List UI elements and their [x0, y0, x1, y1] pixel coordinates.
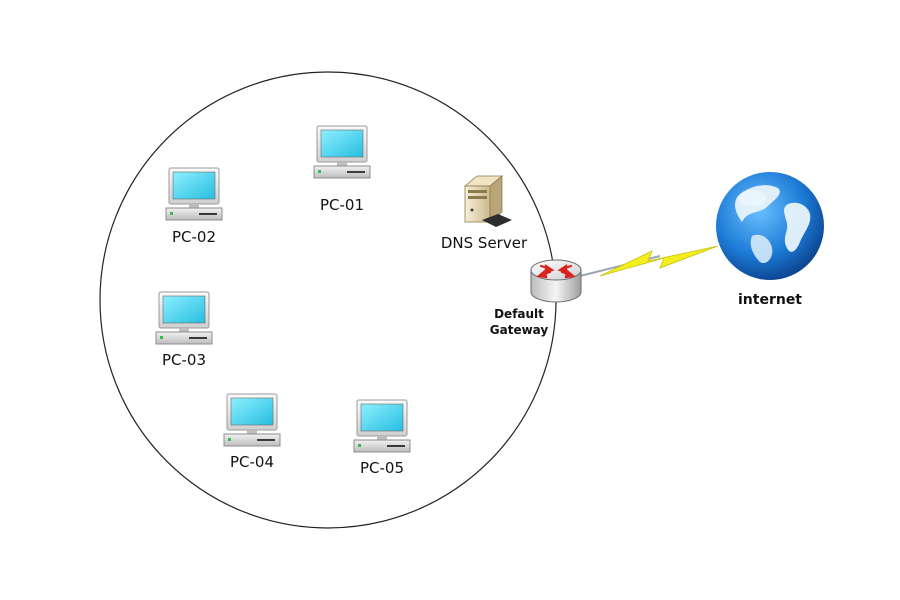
- dns-server-icon: [463, 175, 512, 227]
- router-icon: [530, 259, 582, 303]
- default-gateway-label: Default Gateway: [490, 306, 548, 338]
- pc-01-label: PC-01: [319, 196, 365, 214]
- dns-server-label: DNS Server: [440, 234, 528, 252]
- default-gateway-label-line1: Default: [494, 307, 544, 321]
- pc-04-label: PC-04: [229, 453, 275, 471]
- pc-02-computer-icon: [165, 167, 223, 221]
- pc-01-computer-icon: [313, 125, 371, 179]
- internet-label: internet: [737, 292, 803, 308]
- pc-05-label: PC-05: [359, 459, 405, 477]
- pc-05-computer-icon: [353, 399, 411, 453]
- pc-03-label: PC-03: [161, 351, 207, 369]
- pc-02-label: PC-02: [171, 228, 217, 246]
- pc-03-computer-icon: [155, 291, 213, 345]
- lightning-bolt-icon: [599, 245, 719, 277]
- pc-04-computer-icon: [223, 393, 281, 447]
- default-gateway-label-line2: Gateway: [489, 323, 549, 337]
- globe-icon: [716, 172, 824, 280]
